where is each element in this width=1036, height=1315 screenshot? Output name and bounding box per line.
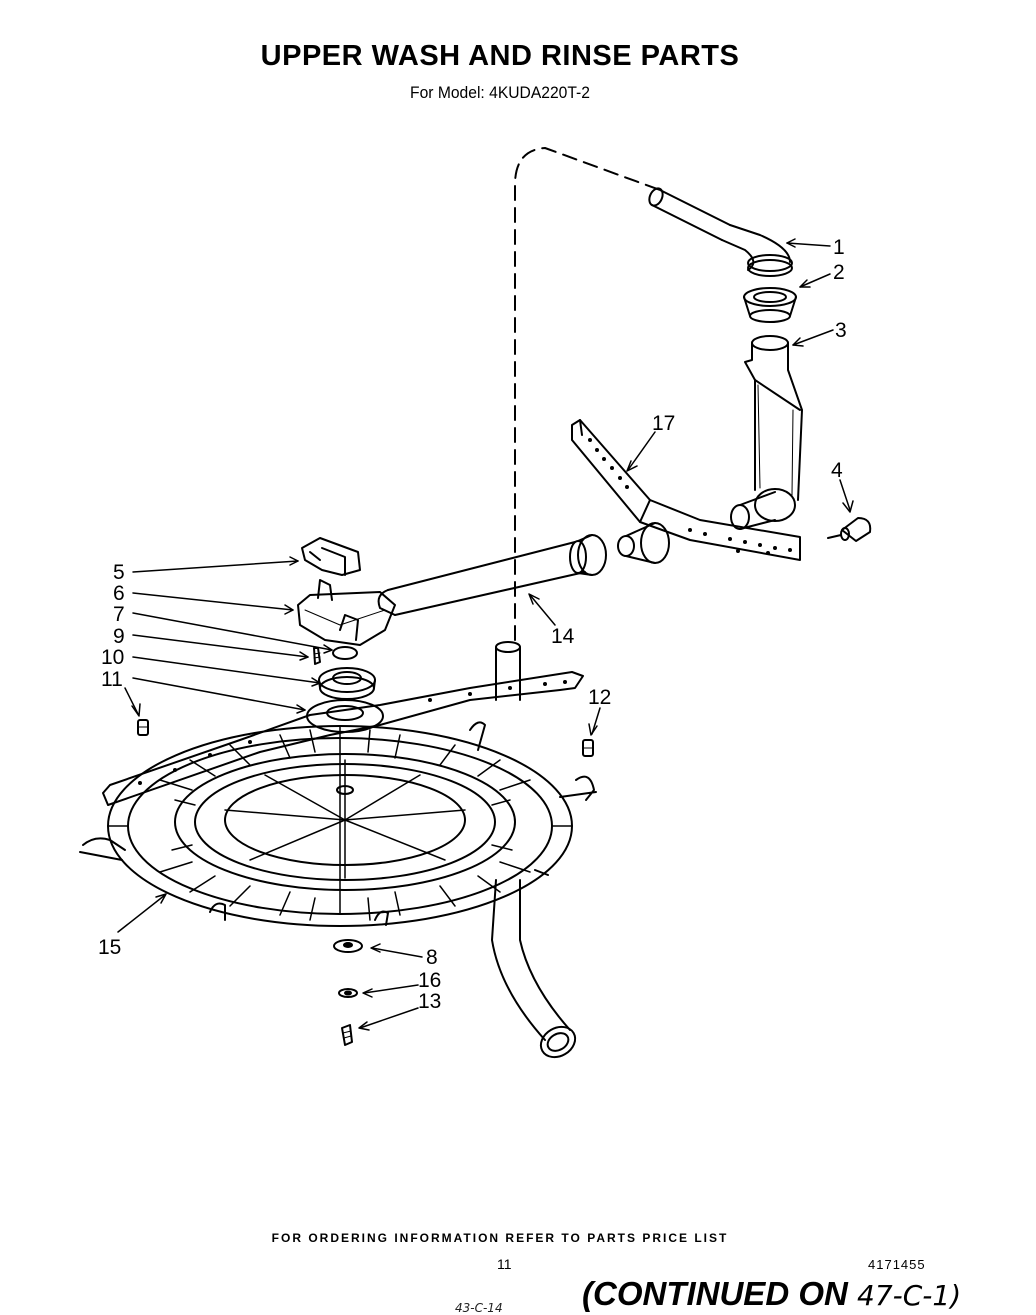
callout-12: 12 [588, 686, 611, 709]
continued-text: (CONTINUED ON [582, 1275, 848, 1312]
callout-6: 6 [113, 582, 125, 605]
part-4-plug [827, 517, 872, 542]
callout-15: 15 [98, 936, 121, 959]
handwritten-note: 43-C-14 [455, 1301, 503, 1315]
spray-arm [102, 671, 584, 806]
upper-feed-tube [648, 187, 793, 277]
part-15-rack [79, 721, 597, 927]
page-title: UPPER WASH AND RINSE PARTS [260, 40, 740, 72]
callout-14: 14 [551, 625, 575, 648]
callout-2: 2 [833, 261, 845, 284]
part-10-bearing [318, 667, 376, 700]
part-2-nut [743, 287, 797, 323]
dashed-supply-line [514, 147, 661, 641]
callout-5: 5 [113, 561, 125, 584]
continued-on-label: (CONTINUED ON 47-C-1) [582, 1275, 961, 1313]
callout-3: 3 [835, 319, 847, 342]
model-subtitle: For Model: 4KUDA220T-2 [410, 83, 590, 102]
part-7-ring [332, 646, 358, 660]
part-11-nozzle [137, 719, 149, 736]
callout-17: 17 [652, 412, 675, 435]
callout-4: 4 [831, 459, 843, 482]
part-12-nozzle [582, 739, 594, 757]
ordering-info-note: FOR ORDERING INFORMATION REFER TO PARTS … [271, 1231, 729, 1245]
part-14-tube [377, 534, 607, 616]
callout-10: 10 [101, 646, 124, 669]
part-6-manifold [297, 579, 396, 646]
page-number: 11 [497, 1256, 512, 1272]
part-13-screw [341, 1024, 353, 1046]
continued-reference: 47-C-1) [857, 1279, 962, 1312]
callout-11: 11 [101, 668, 123, 691]
callout-16: 16 [418, 969, 441, 992]
callout-7: 7 [113, 603, 125, 626]
callout-leaders [117, 238, 854, 1031]
part-17-bracket [571, 419, 801, 564]
callout-1: 1 [833, 236, 845, 259]
part-9-screw [313, 647, 321, 665]
callout-9: 9 [113, 625, 125, 648]
callout-numbers: 1 2 3 4 5 6 7 9 10 11 14 17 12 15 8 16 1… [98, 236, 847, 1013]
part-5-clip [301, 537, 361, 576]
document-number: 4171455 [868, 1257, 926, 1272]
part-8-washer [333, 939, 363, 953]
part-3-vertical-pipe [730, 335, 803, 530]
lower-feed-pipe [491, 641, 577, 1059]
callout-13: 13 [418, 990, 441, 1013]
callout-8: 8 [426, 946, 438, 969]
part-16-washer [338, 988, 358, 998]
